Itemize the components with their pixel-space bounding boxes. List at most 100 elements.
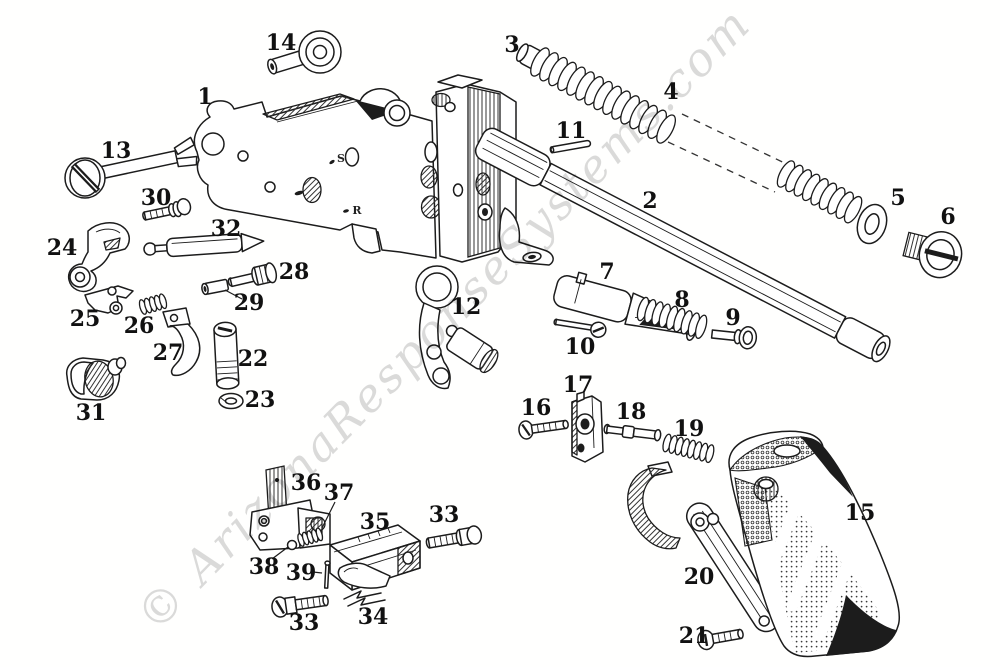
- part-label-14: 14: [266, 30, 297, 56]
- spring-coil: [315, 527, 324, 542]
- part-label-18: 18: [616, 399, 647, 425]
- spring-coil: [705, 444, 715, 464]
- spring-ghost-line-bottom: [667, 141, 776, 193]
- part-label-24: 24: [47, 235, 78, 261]
- part-4-mainspring-coil-drawing: [530, 47, 677, 144]
- part-32-pin-drawing: [143, 232, 265, 258]
- part-16-screw-drawing: [518, 419, 569, 440]
- spring-coil: [843, 195, 863, 224]
- part-11-pin-drawing: [549, 139, 592, 154]
- part-8-spring-drawing: [636, 296, 708, 339]
- part-27-trigger-drawing: [162, 307, 201, 377]
- part-label-20: 20: [684, 564, 715, 590]
- part-10-pin-drawing: [553, 318, 607, 338]
- part-label-38: 38: [249, 554, 280, 580]
- part-26-spring-drawing: [138, 293, 168, 315]
- part-31-thumbpiece-drawing: [65, 356, 127, 401]
- frame-markings-layer: SR: [337, 152, 362, 217]
- part-label-32: 32: [211, 216, 242, 242]
- leader-37: [321, 501, 336, 529]
- spring-coil: [694, 314, 708, 339]
- spring-coil: [656, 114, 677, 144]
- spring-coil: [158, 293, 168, 310]
- part-12-cocking-link-drawing: [415, 265, 499, 390]
- part-label-27: 27: [153, 340, 184, 366]
- part-label-33: 33: [289, 610, 320, 636]
- part-20-cocking-lever-drawing: [627, 461, 780, 633]
- leader-29: [224, 289, 243, 300]
- part-label-35: 35: [360, 509, 391, 535]
- part-24-hammer-drawing: [67, 222, 130, 293]
- part-23-washer-drawing: [218, 392, 244, 410]
- part-labels-layer: 1234567891011121314151617181920212223242…: [47, 30, 956, 649]
- part-33-screw-left-drawing: [271, 594, 329, 618]
- frame-marking-R: R: [352, 204, 362, 217]
- part-label-16: 16: [521, 395, 552, 421]
- part-label-9: 9: [725, 305, 740, 331]
- part-label-7: 7: [599, 259, 614, 285]
- part-label-39: 39: [286, 560, 317, 586]
- part-label-12: 12: [451, 294, 482, 320]
- part-label-2: 2: [642, 188, 657, 214]
- part-14-pin-drawing: [267, 30, 342, 75]
- part-21-screw-drawing: [697, 628, 744, 651]
- spring-ghost-line-top: [681, 113, 796, 169]
- part-label-8: 8: [674, 287, 689, 313]
- part-2-barrel-drawing: [474, 127, 891, 363]
- part-label-4: 4: [663, 79, 678, 105]
- part-label-36: 36: [291, 470, 322, 496]
- part-label-23: 23: [245, 387, 276, 413]
- part-18-stepped-pin-drawing: [603, 423, 662, 442]
- part-label-5: 5: [890, 185, 905, 211]
- part-22-plug-drawing: [213, 321, 240, 390]
- part-label-30: 30: [141, 185, 172, 211]
- part-33-screw-right-drawing: [425, 525, 483, 549]
- part-label-15: 15: [845, 500, 876, 526]
- part-4-mainspring-rear-coil-drawing: [776, 160, 863, 224]
- part-label-19: 19: [674, 416, 705, 442]
- part-label-21: 21: [679, 623, 710, 649]
- part-label-6: 6: [940, 204, 955, 230]
- part-label-29: 29: [234, 290, 265, 316]
- part-label-33: 33: [429, 502, 460, 528]
- frame-foot-bracket: [498, 207, 554, 266]
- part-label-37: 37: [324, 480, 355, 506]
- part-34-clip-drawing: [343, 590, 386, 607]
- part-37-spring-drawing: [297, 527, 324, 547]
- part-label-31: 31: [76, 400, 107, 426]
- part-13-takedown-screw-drawing: [64, 136, 198, 199]
- sight-detent-drawing: [337, 562, 391, 589]
- part-28-screw-drawing: [227, 262, 278, 288]
- part-label-22: 22: [238, 346, 269, 372]
- part-1-frame-drawing: [193, 88, 442, 259]
- leader-39: [312, 571, 323, 574]
- part-38-ball-drawing: [286, 539, 298, 551]
- rear-sight-blade-on-frame: [437, 74, 483, 89]
- part-17-sear-block-drawing: [571, 391, 604, 463]
- part-30-screw-drawing: [142, 198, 192, 221]
- part-39-pin-drawing: [323, 560, 331, 589]
- part-label-17: 17: [563, 372, 594, 398]
- part-35-sight-base-drawing: [329, 524, 421, 591]
- part-5-washer-drawing: [856, 203, 888, 245]
- frame-ring: [383, 99, 411, 127]
- part-label-10: 10: [565, 334, 596, 360]
- part-label-1: 1: [197, 84, 212, 110]
- part-label-3: 3: [504, 32, 519, 58]
- part-29-sleeve-drawing: [201, 278, 230, 296]
- leader-38: [271, 546, 289, 560]
- frame-marking-S: S: [337, 152, 345, 165]
- part-label-13: 13: [101, 138, 132, 164]
- part-label-34: 34: [358, 604, 389, 630]
- part-19-spring-drawing: [662, 433, 715, 464]
- part-25-plate-drawing: [84, 285, 134, 315]
- part-label-26: 26: [124, 313, 155, 339]
- part-label-28: 28: [279, 259, 310, 285]
- part-label-25: 25: [70, 306, 101, 332]
- part-15-grip-drawing: [728, 430, 900, 658]
- part-9-pin-drawing: [710, 326, 758, 350]
- muzzle: [871, 335, 891, 363]
- part-6-end-cap-drawing: [902, 231, 963, 279]
